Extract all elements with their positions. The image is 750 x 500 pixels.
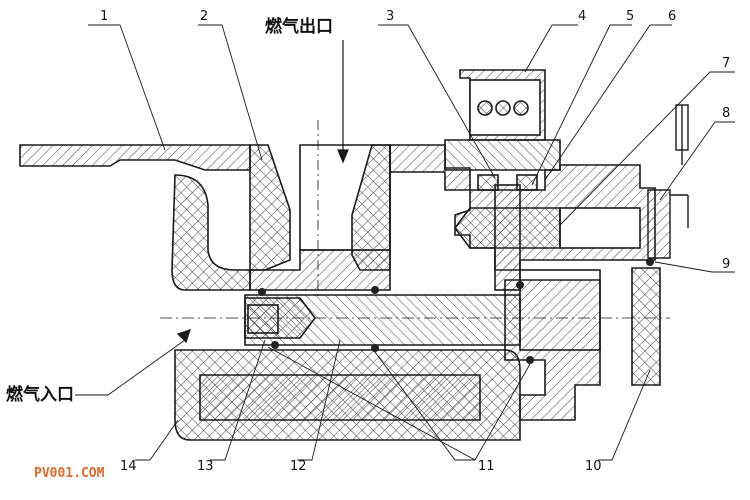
label-part-13: 13 <box>197 459 214 474</box>
gas-inlet-label: 燃气入口 <box>6 384 74 405</box>
label-part-8: 8 <box>722 106 730 121</box>
gas-outlet-label: 燃气出口 <box>265 16 333 37</box>
label-part-2: 2 <box>200 9 208 24</box>
label-part-9: 9 <box>722 257 730 272</box>
label-part-12: 12 <box>290 459 307 474</box>
leader-lines <box>75 24 735 461</box>
nozzle-insert <box>249 120 391 300</box>
label-part-14: 14 <box>120 459 137 474</box>
o-rings <box>258 258 654 364</box>
label-part-6: 6 <box>668 9 676 24</box>
label-part-7: 7 <box>722 56 730 71</box>
watermark-text: PV001.COM <box>34 466 105 481</box>
spring-cap <box>444 69 561 291</box>
label-part-10: 10 <box>585 459 602 474</box>
label-part-5: 5 <box>626 9 634 24</box>
label-part-4: 4 <box>578 9 586 24</box>
label-part-3: 3 <box>386 9 394 24</box>
spool <box>244 294 521 346</box>
flow-arrows <box>176 40 349 344</box>
sensor-screw <box>647 104 689 259</box>
label-part-11: 11 <box>478 459 495 474</box>
label-part-1: 1 <box>100 9 108 24</box>
lower-housing <box>171 174 601 441</box>
